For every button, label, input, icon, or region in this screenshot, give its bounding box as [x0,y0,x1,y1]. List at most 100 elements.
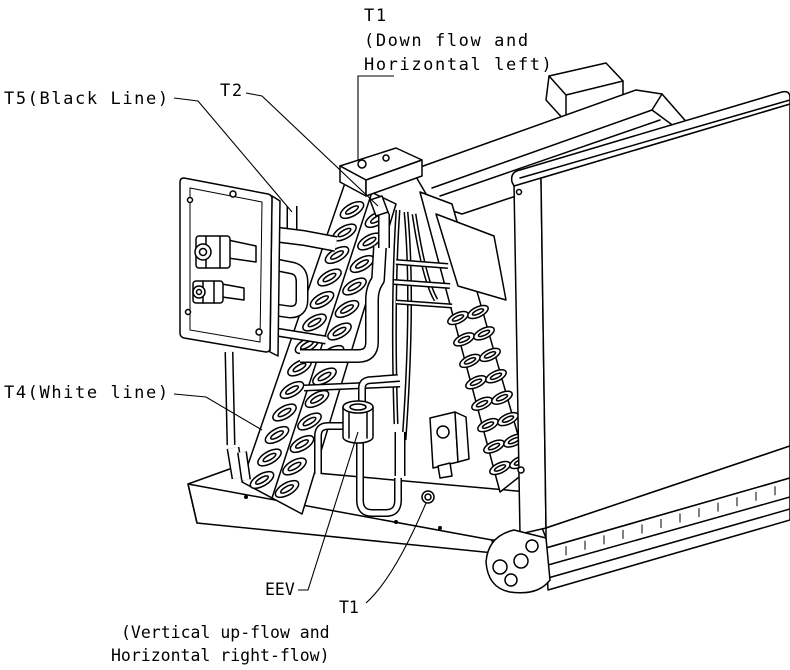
control-box-connector [437,462,453,479]
t2-sensor [369,195,389,217]
right-coil-tube-bend [453,332,475,347]
left-coil-tube-bend-inner [339,304,355,314]
right-coil-tube-bend-inner [457,335,471,344]
eev-valve [342,400,374,444]
corner-foot-hole [504,573,518,587]
cross-tube-2 [393,279,451,289]
cross-tube-3-core [395,301,453,307]
cross-tube-1-core [395,260,449,268]
left-coil-tube-bend [289,434,315,454]
left-coil-tube-bend [272,403,297,422]
control-box [429,411,470,479]
left-coil-tube-bend [249,470,275,490]
suction-fitting-port-core [198,247,208,257]
left-coil-tube-bend [257,448,282,467]
t4-leader [173,393,263,431]
eev-leader [298,431,359,591]
t1-top-label: T1 [364,6,388,26]
liquid-line-vertical [224,351,236,446]
base-rails [545,445,790,591]
distributor-tube-a-core [393,209,399,425]
right-coil-tube-bend-inner [477,329,491,338]
left-coil-tube-bend-inner [317,371,332,382]
eev-top-pipe [358,374,399,402]
corner-foot-hole [492,559,508,575]
left-coil-tube-bend [334,299,360,319]
left-coil-tube-bend-inner [309,394,325,404]
liquid-line-vertical-core [226,351,234,446]
main-distribution-pipe [300,245,387,363]
eev-inlet-pipe [314,422,344,474]
liquid-line-fitting-core [228,447,243,479]
callout-labels: T1 (Down flow and Horizontal left) T5(Bl… [4,6,553,665]
control-box-side [454,411,470,463]
left-coil-tube-bend-inner [269,430,285,440]
coil-inlet-pipe [275,327,327,345]
right-coil-tube-bend [467,304,489,320]
drain-pan-hole [438,526,442,530]
t1-bottom-sensor-body [421,490,435,504]
left-coil-tube-bend-inner [354,259,370,269]
panel-screw [515,188,523,196]
suction-header-pipe [271,226,338,252]
left-coil-tube-bend [312,367,337,386]
t4-label: T4(White line) [4,383,170,403]
right-coil-tube-bend-inner [489,372,503,381]
left-coil-tube-bend [279,380,305,400]
t2-label: T2 [220,81,244,101]
right-coil-tube-bend [485,369,507,384]
t2-leader [245,92,379,207]
t1-bottom-label-line2: Horizontal right-flow) [111,646,330,665]
right-coil-tube-bend-inner [487,442,501,451]
t5-leader [173,97,293,213]
left-coil-tube-bend [304,389,330,409]
right-coil-tube-bend-inner [471,308,485,316]
suction-header-pipe-core [271,227,338,251]
right-coil-tube-bend-inner [483,350,497,359]
panel-screw [517,466,525,474]
t5-label: T5(Black Line) [4,89,170,109]
bracket-side-face [365,159,423,197]
left-coil-tube-bend [297,412,322,431]
plate-screw [255,328,263,336]
left-coil-tube-bend [339,200,365,220]
eev-outlet-pipe-core [357,442,401,516]
left-coil-tube-bend-inner [329,250,345,260]
t1-bottom-sensor [421,490,435,504]
left-coil-tube-bend-inner [262,452,277,463]
left-coil-tube-bend [342,277,367,296]
right-coil-tube-bend [479,347,501,363]
left-coil-tube-bend-inner [279,484,295,494]
left-coil-tube-bend-inner [314,295,330,305]
front-cabinet-panel [510,90,790,535]
left-coil-tube-bend-inner [292,362,307,373]
t1-bottom-leader [365,502,427,604]
right-coil-tube-bends [447,304,531,476]
panel-top-lip-edge [519,99,790,179]
bracket-screw [382,154,390,162]
t1-top-sensor-bracket [339,147,423,197]
right-coil-tube-bend [491,390,513,405]
left-coil-slab-face-edge [271,191,373,499]
drain-pan-hole [244,495,248,499]
cross-tube-1 [395,259,449,269]
left-coil-tube-bend-inner [337,227,352,238]
liquid-fitting [192,280,245,304]
distributor-tube-b [401,211,413,441]
suction-fitting-port [194,243,212,261]
plate-inner-border [189,187,263,343]
control-box-front [429,411,459,469]
right-coil-tube-bend-inner [463,356,477,365]
left-coil-tube-bend-inner [287,461,302,472]
right-coil-tube-bend-inner [451,314,465,322]
main-distribution-pipe-core [300,245,386,362]
t1-top-label-line2: Horizontal left) [364,55,553,75]
left-coil-tube-bend [324,245,350,265]
distributor-tube-a [391,209,401,425]
cross-tube-low [303,380,401,392]
t1-bottom-sensor-core [424,493,432,501]
left-coil-tube-bend-inner [302,416,317,427]
base-rail-grooves [547,496,790,579]
corner-foot-bracket [485,529,551,594]
